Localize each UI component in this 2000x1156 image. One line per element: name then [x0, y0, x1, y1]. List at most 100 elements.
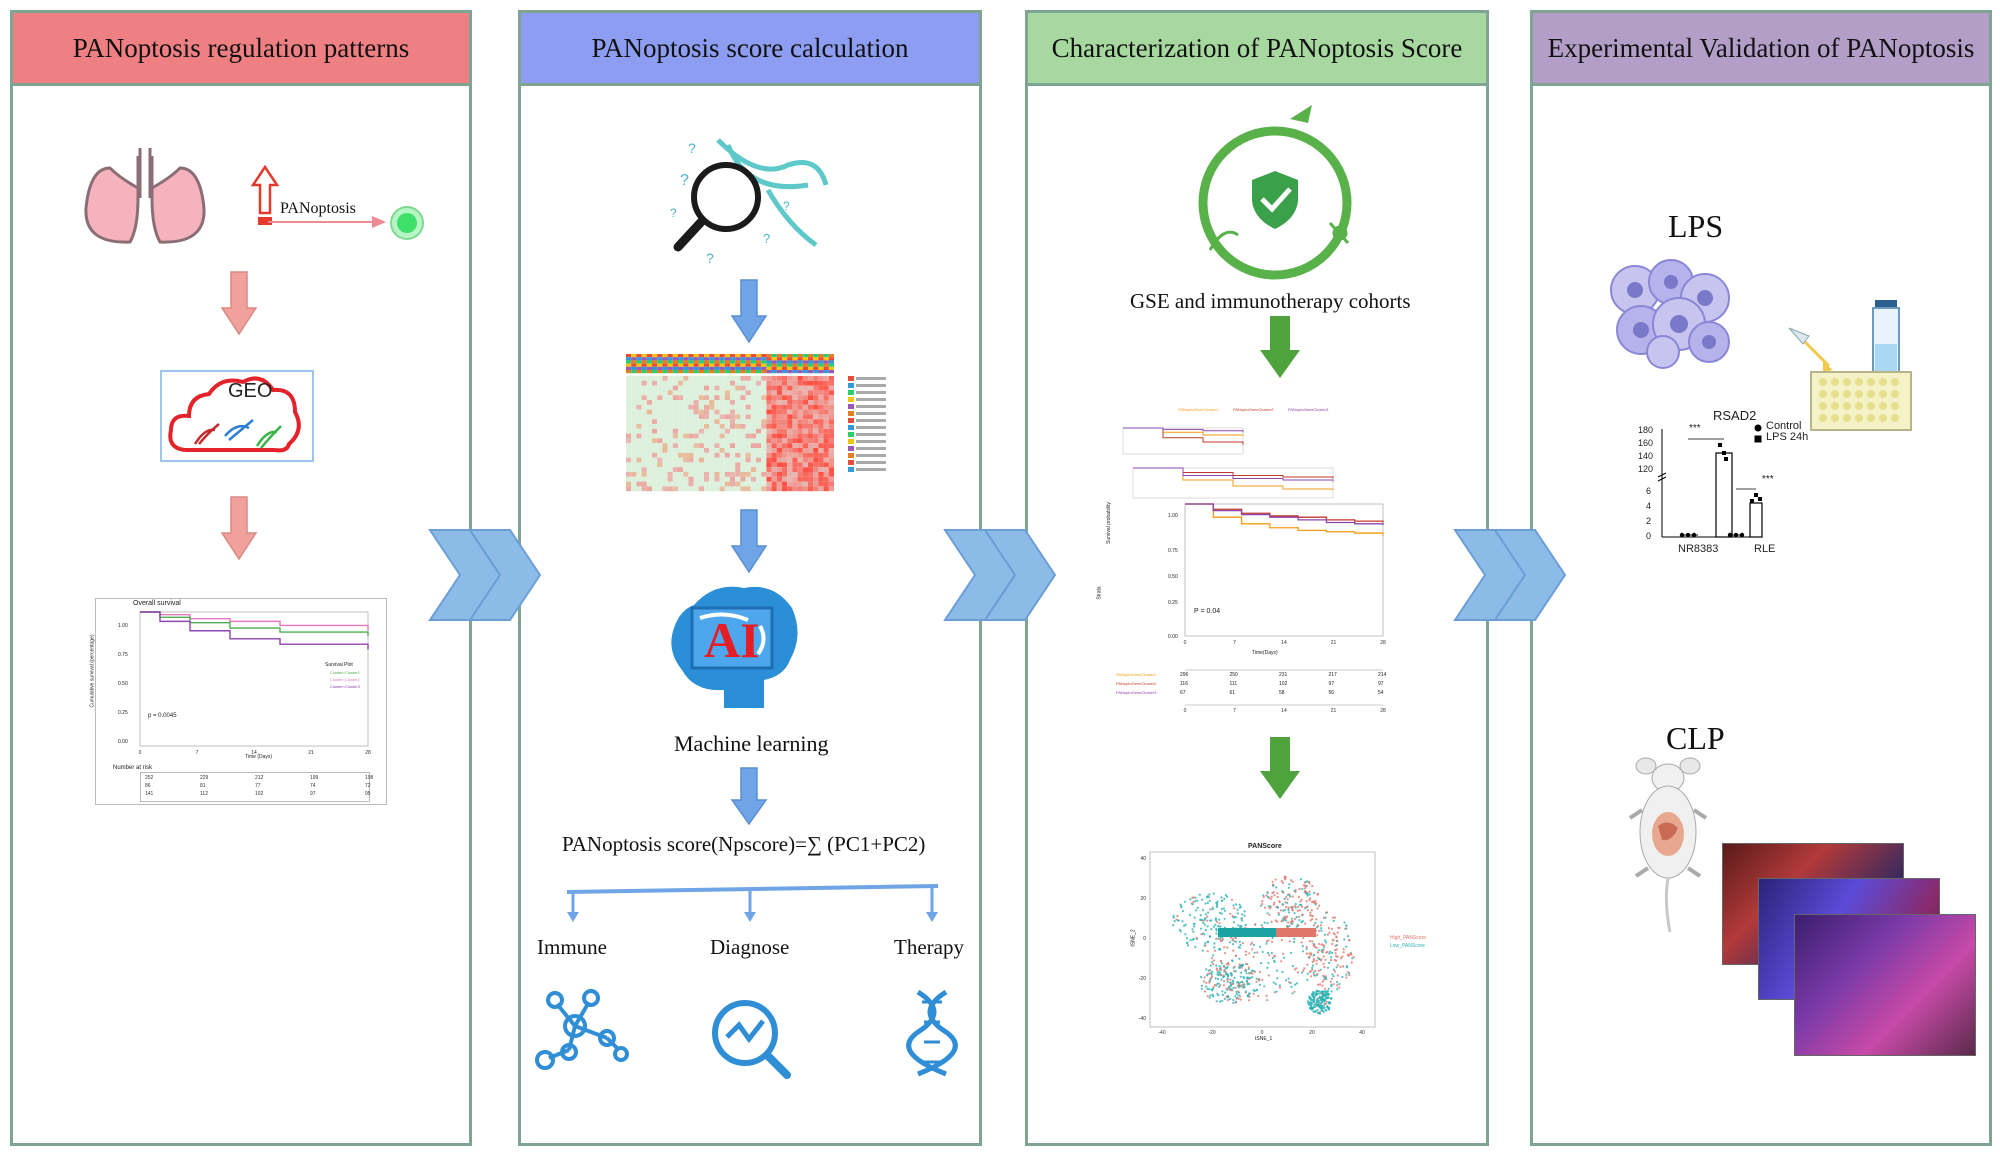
heatmap-cell	[646, 443, 652, 448]
tsne-point	[1330, 959, 1333, 962]
km1-legend-1: Cluster=Cluster1	[330, 670, 360, 675]
heatmap-cell	[823, 467, 829, 472]
heatmap-cell	[672, 472, 678, 477]
heatmap-cell	[631, 472, 637, 477]
heatmap-cell	[657, 476, 663, 482]
heatmap-cell	[730, 376, 736, 381]
heatmap-cell	[735, 404, 741, 410]
tsne-point	[1241, 942, 1244, 945]
heatmap-annotation-cell	[740, 354, 746, 358]
heatmap-cell	[776, 457, 782, 463]
km3-risk-cell: 58	[1279, 690, 1285, 696]
heatmap-annotation-cell	[828, 366, 834, 370]
heatmap-annotation-cell	[641, 360, 647, 364]
heatmap-cell	[714, 462, 720, 468]
tsne-point	[1222, 964, 1226, 967]
km1-ytick: 0.25	[118, 710, 128, 716]
km3-chart-small-2	[1132, 467, 1334, 499]
network-icon	[535, 989, 629, 1070]
heatmap-cell	[626, 452, 632, 458]
heatmap-annotation-cell	[802, 354, 808, 358]
tsne-point	[1283, 875, 1286, 878]
heatmap-cell	[704, 481, 710, 487]
tsne-point	[1268, 913, 1271, 916]
km3-chart-small-1	[1122, 427, 1244, 455]
tsne-point	[1211, 995, 1215, 998]
tsne-point	[1224, 967, 1227, 970]
tsne-point	[1189, 898, 1192, 901]
heatmap-cell	[761, 472, 767, 477]
tsne-point	[1231, 982, 1234, 986]
tsne-point	[1209, 994, 1212, 997]
heatmap-cell	[683, 486, 689, 492]
tsne-point	[1206, 895, 1209, 898]
chevron-arrow-icon	[1453, 529, 1567, 621]
heatmap-cell	[719, 486, 725, 492]
heatmap-cell	[782, 486, 788, 492]
tsne-point	[1203, 933, 1206, 936]
tsne-point	[1229, 984, 1232, 987]
heatmap-cell	[662, 433, 668, 439]
heatmap-annotation-cell	[667, 370, 673, 374]
heatmap-cell	[683, 419, 689, 424]
tsne-point	[1247, 967, 1250, 971]
tsne-point	[1246, 963, 1249, 966]
heatmap-cell	[808, 409, 814, 415]
tsne-point	[1283, 909, 1286, 912]
heatmap-cell	[641, 395, 647, 400]
tsne-point	[1220, 978, 1223, 981]
heatmap-annotation-cell	[750, 363, 756, 367]
heatmap-cell	[626, 409, 632, 415]
header-regulation-patterns: PANoptosis regulation patterns	[10, 10, 472, 86]
heatmap-cell	[740, 486, 746, 492]
heatmap-cell	[688, 457, 694, 463]
tsne-point	[1269, 897, 1272, 900]
tsne-point	[1316, 893, 1319, 896]
tsne-point	[1189, 913, 1192, 917]
heatmap-annotation-cell	[797, 360, 803, 364]
heatmap-cell	[808, 457, 814, 463]
heatmap-cell	[631, 385, 637, 391]
heatmap-cell	[641, 448, 647, 453]
tsne-point	[1220, 912, 1223, 915]
heatmap-annotation-cell	[802, 366, 808, 370]
heatmap-cell	[636, 443, 642, 448]
heatmap-cell	[672, 448, 678, 453]
tsne-point	[1186, 944, 1189, 947]
heatmap-annotation-cell	[667, 354, 673, 358]
heatmap-cell	[802, 414, 808, 420]
tsne-point	[1311, 885, 1314, 888]
tsne-point	[1274, 982, 1277, 986]
heatmap-cell	[657, 376, 663, 381]
heatmap-cell	[652, 390, 658, 396]
heatmap-cell	[808, 481, 814, 487]
heatmap-cell	[683, 390, 689, 396]
heatmap-cell	[698, 395, 704, 400]
heatmap-cell	[657, 448, 663, 453]
tsne-point	[1287, 906, 1290, 909]
heatmap-legend-label	[856, 398, 886, 401]
heatmap-cell	[740, 424, 746, 429]
heatmap-cell	[683, 476, 689, 482]
heatmap-cell	[828, 476, 834, 482]
heatmap-annotation-cell	[750, 360, 756, 364]
tsne-axes	[1149, 851, 1376, 1028]
heatmap-cell	[626, 376, 632, 381]
heatmap-legend-swatch	[848, 404, 854, 409]
tsne-point	[1228, 941, 1231, 944]
heatmap-cell	[750, 448, 756, 453]
heatmap-cell	[709, 472, 715, 477]
heatmap-cell	[787, 390, 793, 396]
heatmap-cell	[719, 452, 725, 458]
heatmap-annotation-cell	[756, 370, 762, 374]
tsne-point	[1177, 919, 1180, 922]
heatmap-cell	[776, 486, 782, 492]
heatmap-cell	[683, 481, 689, 487]
heatmap-cell	[792, 486, 798, 492]
tsne-point	[1308, 956, 1311, 959]
tsne-point	[1335, 939, 1338, 942]
tsne-point	[1336, 931, 1339, 934]
heatmap-annotation-cell	[740, 370, 746, 374]
chevron-arrow-icon	[428, 529, 542, 621]
tsne-point	[1216, 977, 1220, 981]
